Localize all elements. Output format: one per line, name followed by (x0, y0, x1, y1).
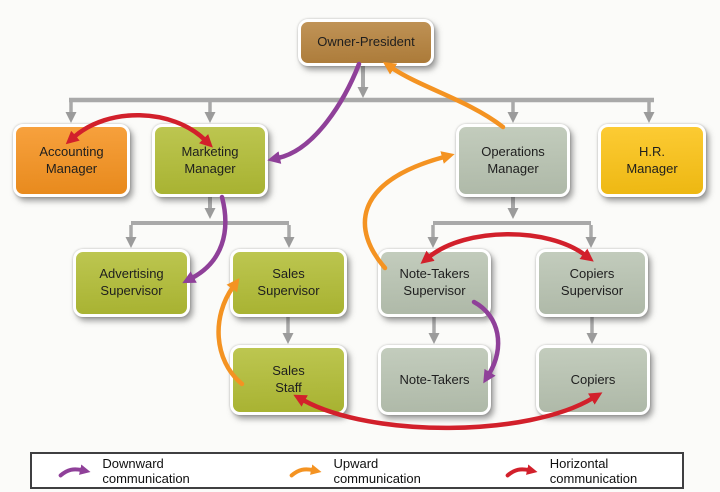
legend-item-downward: Downward communication (58, 456, 237, 486)
legend-label-upward: Upward communication (333, 455, 421, 486)
legend: Downward communication Upward communicat… (30, 452, 684, 489)
node-hr-manager: H.R. Manager (598, 124, 706, 197)
node-marketing-manager: Marketing Manager (152, 124, 268, 197)
node-operations-manager: Operations Manager (456, 124, 570, 197)
node-copiers-supervisor: Copiers Supervisor (536, 249, 648, 317)
node-sales-supervisor: Sales Supervisor (230, 249, 347, 317)
node-label: Note-Takers Supervisor (399, 266, 470, 298)
downward-arrow-icon (58, 464, 91, 477)
node-accounting-manager: Accounting Manager (13, 124, 130, 197)
upward-arrow-icon (289, 464, 322, 477)
node-copiers: Copiers (536, 345, 650, 415)
legend-label-horizontal: Horizontal communication (549, 455, 638, 486)
node-sales-staff: Sales Staff (230, 345, 347, 415)
horizontal-arrow-icon (506, 464, 538, 477)
legend-item-horizontal: Horizontal communication (505, 456, 682, 486)
arrow-downward-marketing-to-advertising (182, 194, 228, 284)
legend-label-downward: Downward communication (102, 455, 190, 486)
node-label: Sales Supervisor (257, 266, 320, 298)
legend-item-upward: Upward communication (289, 456, 453, 486)
node-notetakers: Note-Takers (378, 345, 491, 415)
node-label: Operations Manager (481, 143, 545, 176)
arrow-upward-operations-to-owner (382, 61, 506, 130)
node-label: H.R. Manager (626, 143, 678, 176)
node-label: Owner-President (317, 34, 415, 50)
arrow-downward-owner-to-marketing (267, 61, 362, 164)
node-label: Advertising Supervisor (99, 266, 164, 298)
node-advertising-supervisor: Advertising Supervisor (73, 249, 190, 317)
node-label: Copiers Supervisor (560, 266, 624, 298)
node-label: Sales Staff (272, 363, 305, 395)
node-label: Marketing Manager (181, 143, 239, 176)
node-label: Note-Takers (399, 371, 470, 387)
node-owner-president: Owner-President (298, 19, 434, 66)
node-label: Copiers (570, 371, 616, 387)
node-label: Accounting Manager (39, 143, 104, 176)
node-notetakers-supervisor: Note-Takers Supervisor (378, 249, 491, 317)
